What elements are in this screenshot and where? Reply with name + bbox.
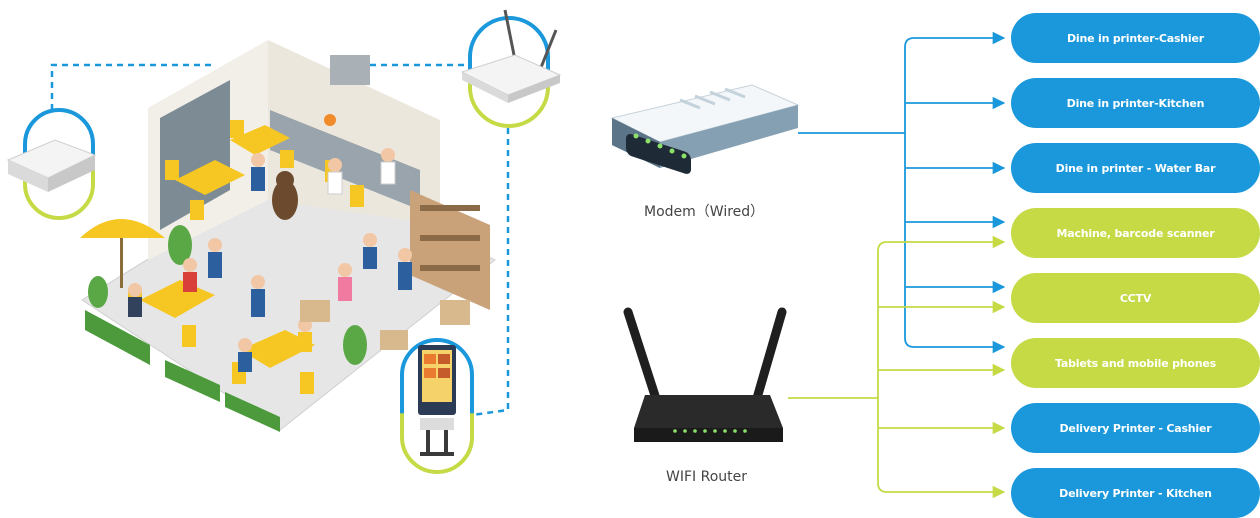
plant	[168, 225, 192, 265]
modem-icon	[610, 84, 800, 174]
tables	[128, 120, 364, 394]
pill-dine-in-printer-kitchen: Dine in printer-Kitchen	[1011, 78, 1260, 128]
box	[380, 330, 408, 350]
router-label: WIFI Router	[666, 469, 747, 485]
umbrella	[80, 219, 165, 238]
pill-tablets-mobile-phones: Tablets and mobile phones	[1011, 338, 1260, 388]
dashed-link-modem	[50, 63, 215, 110]
pill-dine-in-printer-water-bar: Dine in printer - Water Bar	[1011, 143, 1260, 193]
box	[440, 300, 470, 325]
hedge	[85, 310, 150, 365]
bubble-kiosk	[400, 338, 474, 474]
people	[128, 148, 412, 372]
plant	[88, 276, 108, 308]
wired-connections	[798, 31, 1006, 354]
plant	[343, 325, 367, 365]
wireless-connections	[788, 235, 1006, 499]
stove-flame	[324, 114, 336, 126]
pill-dine-in-printer-cashier: Dine in printer-Cashier	[1011, 13, 1260, 63]
restaurant-illustration	[50, 40, 510, 432]
hedge	[225, 392, 280, 432]
range-hood	[330, 55, 370, 85]
kitchen-counter	[270, 110, 420, 210]
pill-delivery-printer-cashier: Delivery Printer - Cashier	[1011, 403, 1260, 453]
hedge	[165, 360, 220, 402]
bubble-modem	[6, 108, 97, 220]
dashed-link-kiosk	[471, 128, 510, 417]
modem-label: Modem（Wired）	[644, 204, 765, 220]
wifi-router-icon	[623, 307, 787, 442]
box	[300, 300, 330, 322]
bubble-router	[460, 9, 562, 128]
window	[160, 80, 230, 230]
pill-delivery-printer-kitchen: Delivery Printer - Kitchen	[1011, 468, 1260, 518]
pill-cctv: CCTV	[1011, 273, 1260, 323]
pill-machine-barcode-scanner: Machine, barcode scanner	[1011, 208, 1260, 258]
storage-shelf	[410, 190, 490, 310]
